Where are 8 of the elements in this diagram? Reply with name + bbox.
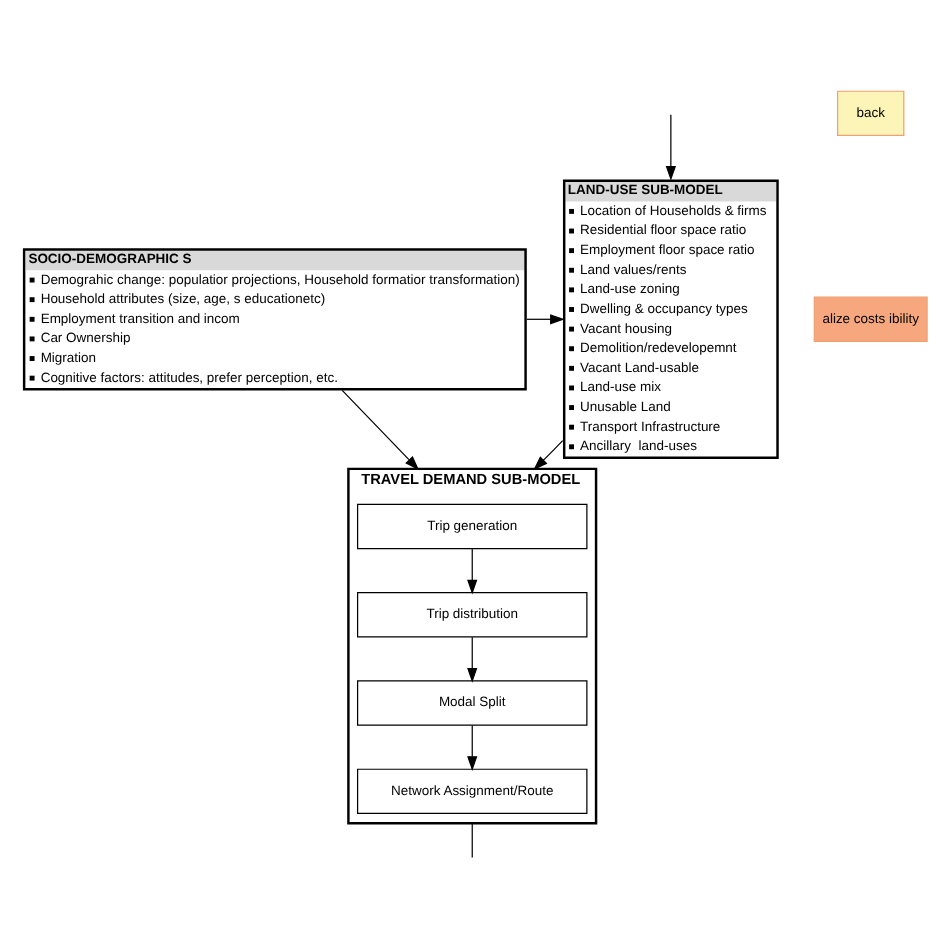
arrow [532, 438, 563, 470]
connector [470, 821, 472, 858]
arrow [525, 313, 564, 324]
arrow [664, 113, 675, 180]
arrow [466, 723, 477, 770]
arrow [466, 635, 477, 682]
arrow [340, 388, 419, 470]
arrow [466, 547, 477, 594]
